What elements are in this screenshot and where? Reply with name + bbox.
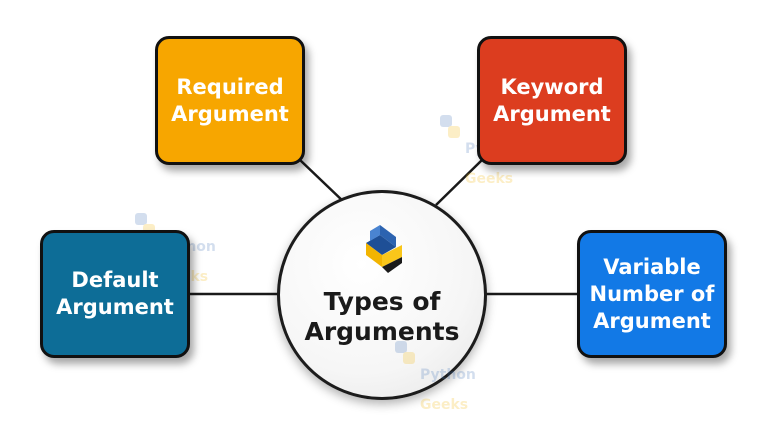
- node-variable-number-of-argument: Variable Number of Argument: [577, 230, 727, 358]
- node-keyword-argument: Keyword Argument: [477, 36, 627, 165]
- watermark-line-2: Geeks: [420, 397, 469, 413]
- node-label: Keyword Argument: [493, 74, 611, 126]
- node-default-argument: Default Argument: [40, 230, 190, 358]
- node-label: Default Argument: [56, 268, 174, 319]
- connector-keyword: [435, 159, 483, 206]
- node-label: Required Argument: [171, 74, 289, 126]
- center-title: Types of Arguments: [304, 287, 460, 346]
- python-geeks-logo-icon: [440, 115, 460, 138]
- connector-required: [299, 159, 346, 204]
- watermark-center: Python Geeks: [395, 338, 476, 428]
- center-node-types-of-arguments: Types of Arguments Python Geeks: [277, 190, 487, 413]
- watermark-line-2: Geeks: [465, 171, 514, 187]
- python-geeks-logo-icon: [366, 225, 402, 273]
- node-label: Variable Number of Argument: [589, 254, 715, 333]
- python-geeks-logo-icon: [395, 341, 415, 364]
- watermark-line-1: Python: [420, 367, 476, 383]
- node-required-argument: Required Argument: [155, 36, 305, 165]
